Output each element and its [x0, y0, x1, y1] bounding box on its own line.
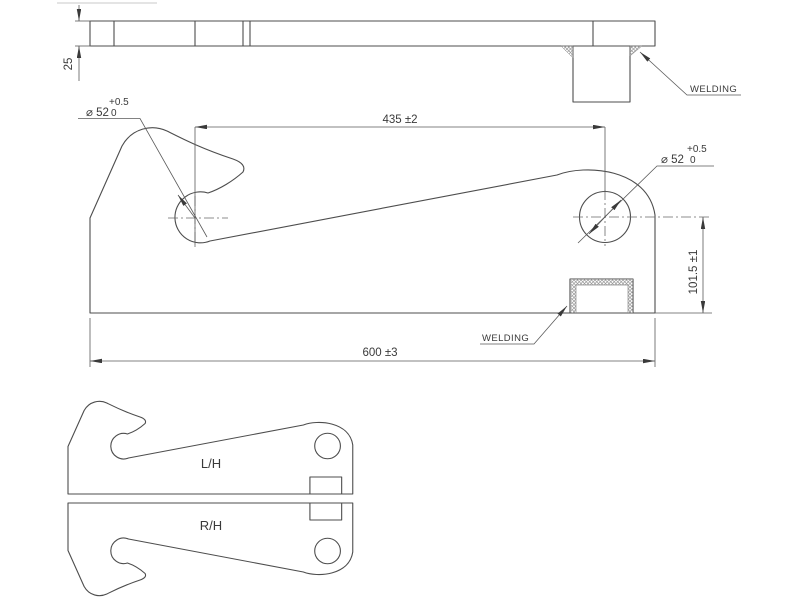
weld-hatch-right: [629, 45, 643, 57]
rh-detail-view: R/H: [67, 502, 354, 596]
lh-plate: [67, 401, 354, 495]
dim-hole-height-text: 101.5 ±1: [688, 250, 700, 295]
lh-label: L/H: [201, 456, 221, 471]
welding-label-top: WELDING: [690, 84, 737, 95]
dim-hole-height: 101.5 ±1: [655, 217, 712, 314]
top-view-section-lines: [113, 20, 594, 47]
dim-hole-pitch-text: 435 ±2: [382, 114, 417, 126]
dia-left-tol-plus: +0.5: [109, 97, 129, 108]
welded-block: [572, 45, 631, 103]
dim-overall-length-text: 600 ±3: [362, 347, 397, 359]
dia-left-text: ⌀ 52: [86, 107, 109, 119]
weld-band-inner-edge: [575, 284, 629, 313]
welding-callout-top: WELDING: [639, 51, 741, 96]
welding-callout-bottom: WELDING: [480, 305, 568, 345]
dia-right-tol-plus: +0.5: [687, 144, 707, 155]
rh-label: R/H: [200, 518, 222, 533]
lh-detail-view: L/H: [67, 401, 354, 495]
dia-callout-right: ⌀ 52 +0.5 0: [577, 144, 714, 244]
dim-hole-pitch: 435 ±2: [194, 114, 606, 245]
dim-thickness-text: 25: [63, 58, 75, 71]
front-view: 435 ±2 ⌀ 52 +0.5 0 ⌀ 52 +0.5 0 101.5 ±1: [78, 97, 714, 367]
dia-right-text: ⌀ 52: [661, 154, 684, 166]
weld-hatch-left: [560, 45, 574, 59]
dim-overall-length: 600 ±3: [89, 318, 656, 367]
dim-thickness: 25: [63, 5, 91, 81]
dia-right-tol-minus: 0: [690, 155, 696, 166]
top-view-bar: [89, 20, 656, 47]
welding-label-bottom: WELDING: [482, 333, 529, 344]
dia-callout-left: ⌀ 52 +0.5 0: [78, 97, 208, 238]
weld-band: [570, 279, 633, 313]
dia-left-tol-minus: 0: [111, 108, 117, 119]
rh-plate: [67, 502, 354, 596]
top-view: 25 WELDING: [57, 2, 741, 103]
